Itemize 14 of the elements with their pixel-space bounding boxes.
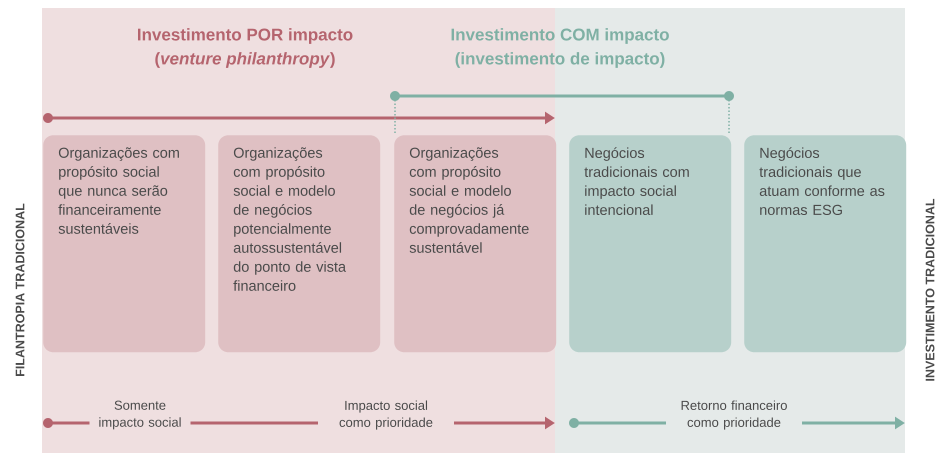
heading: Investimento COM impacto: [452, 28, 669, 44]
heading: (investimento de impacto): [456, 52, 664, 68]
category-box: Organizações com propósito social e modelo de negócios já comprovadamente sustentável: [394, 135, 556, 352]
category-box: Organizações com propósito social que nunca serão financeiramente sustentáveis: [43, 135, 206, 352]
category-box: Negócios tradicionais que atuam conforme as normas ESG: [744, 135, 906, 352]
category-box: Negócios tradicionais com impacto social intencional: [569, 135, 732, 352]
side-label: FILANTROPIA TRADICIONAL: [16, 204, 24, 376]
axis-label: Retorno financeiro como prioridade: [666, 397, 802, 433]
axis-label: Impacto social como prioridade: [318, 397, 454, 433]
category-box: Organizações com propósito social e modelo de negócios potencialmente autossustentável do ponto de vista financeiro: [218, 135, 380, 352]
heading: (venture philanthropy): [155, 52, 335, 68]
side-label: INVESTIMENTO TRADICIONAL: [926, 198, 934, 381]
heading: Investimento POR impacto: [138, 28, 352, 44]
axis-label: Somente impacto social: [90, 398, 190, 432]
